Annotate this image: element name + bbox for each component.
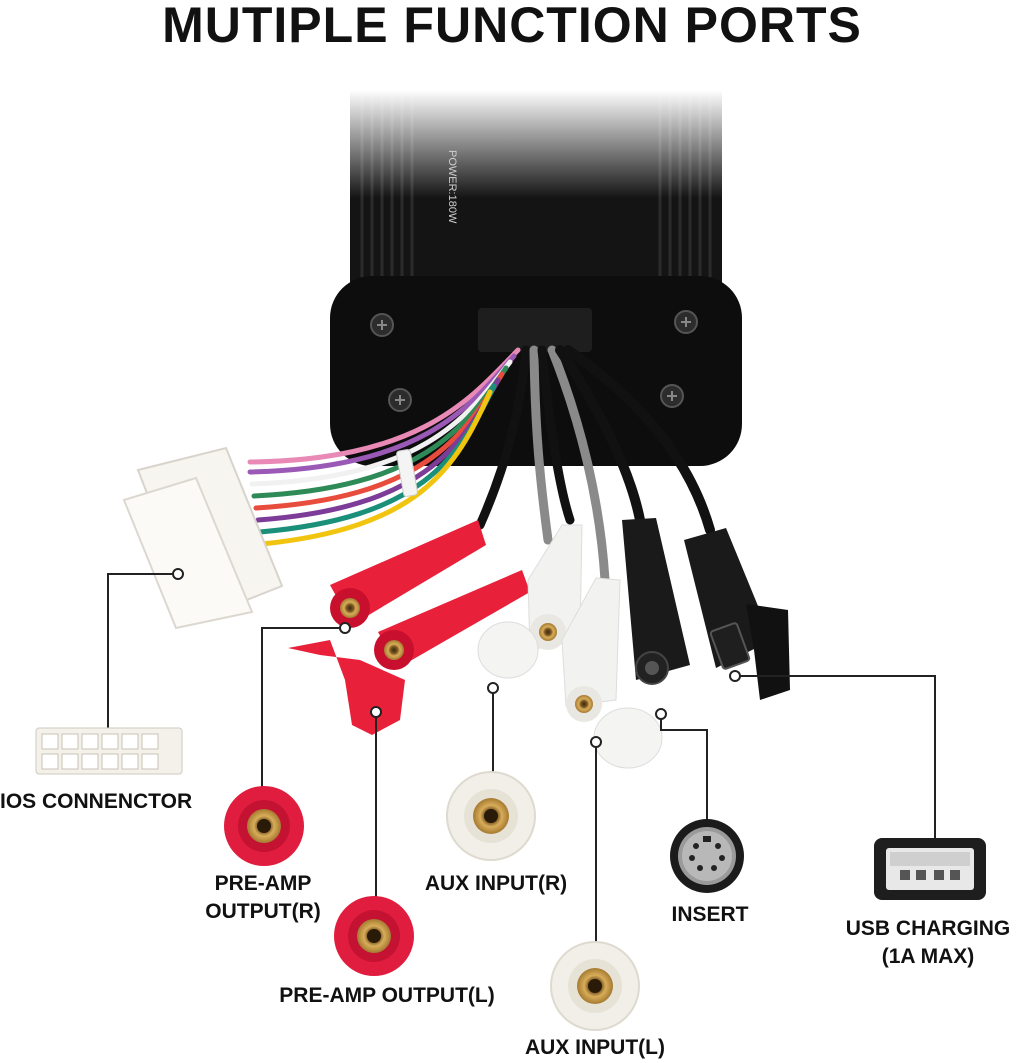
- insert-label: INSERT: [671, 903, 749, 926]
- preamp-r-label: PRE-AMP OUTPUT(R): [188, 870, 338, 926]
- callout-dot: [487, 682, 499, 694]
- preamp-l-jack-icon: [334, 896, 414, 976]
- usb-label-line2: (1A MAX): [881, 945, 975, 968]
- callout-dot: [729, 670, 741, 682]
- callout-dot: [339, 622, 351, 634]
- preamp-l-label: PRE-AMP OUTPUT(L): [279, 984, 495, 1007]
- callout-dot: [590, 736, 602, 748]
- aux-r-jack-icon: [446, 771, 536, 861]
- callout-dot: [655, 708, 667, 720]
- aux-r-label: AUX INPUT(R): [424, 872, 568, 895]
- aux-l-jack-icon: [550, 941, 640, 1031]
- ios-connector-label: IOS CONNENCTOR: [0, 790, 193, 813]
- black-plugs: [622, 518, 790, 700]
- wire-bundle: [247, 347, 521, 547]
- page-title: MUTIPLE FUNCTION PORTS: [162, 0, 862, 53]
- preamp-r-label-line1: PRE-AMP: [214, 872, 312, 895]
- cable-tie: [396, 449, 418, 497]
- callout-dot: [370, 706, 382, 718]
- preamp-r-label-line2: OUTPUT(R): [205, 900, 321, 923]
- insert-mini-din-icon: [670, 819, 744, 893]
- amplifier-body: [330, 90, 742, 466]
- signal-cables: [475, 345, 715, 585]
- leader-lines: [107, 573, 936, 950]
- callout-dot: [172, 568, 184, 580]
- usb-label-line1: USB CHARGING: [845, 917, 1011, 940]
- white-rca-plugs: [477, 524, 663, 769]
- molex-connector: [122, 446, 284, 630]
- amplifier-power-label: POWER:180W: [446, 150, 458, 224]
- aux-l-label: AUX INPUT(L): [525, 1036, 665, 1059]
- preamp-r-jack-icon: [224, 786, 304, 866]
- usb-charging-label: USB CHARGING (1A MAX): [828, 915, 1024, 971]
- ios-connector-face-icon: [35, 727, 183, 775]
- usb-port-icon: [874, 838, 986, 900]
